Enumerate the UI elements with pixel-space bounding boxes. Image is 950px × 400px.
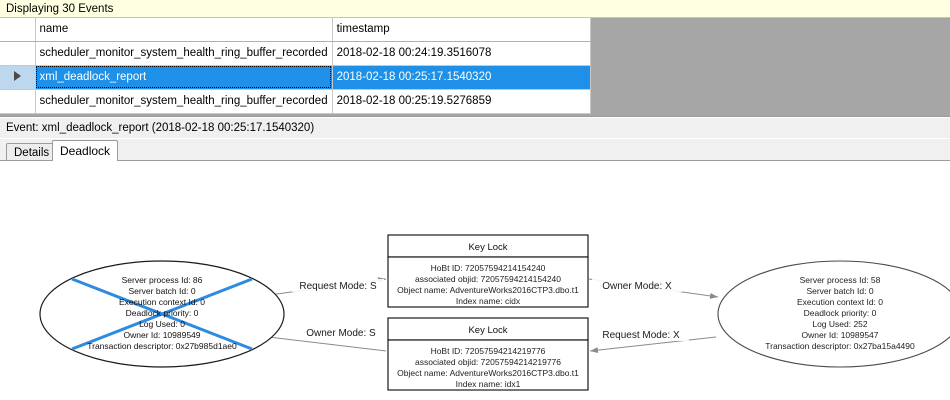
cell-name[interactable]: scheduler_monitor_system_health_ring_buf… — [35, 89, 333, 114]
tabstrip: Details Deadlock — [0, 139, 950, 161]
cell-name[interactable]: xml_deadlock_report — [35, 65, 333, 90]
resource-node-bottom[interactable]: Key Lock HoBt ID: 72057594214219776 asso… — [387, 317, 589, 391]
process-node-left[interactable]: Server process Id: 86 Server batch Id: 0… — [39, 260, 285, 368]
right-server-process-id: Server process Id: 58 — [800, 275, 881, 285]
tab-details-label: Details — [14, 146, 50, 159]
left-server-process-id: Server process Id: 86 — [122, 275, 203, 285]
row-selector-header — [0, 18, 36, 42]
left-deadlock-priority: Deadlock priority: 0 — [126, 308, 199, 318]
edge-right-request-label: Request Mode: X — [602, 330, 680, 341]
right-execution-context-id: Execution context Id: 0 — [797, 297, 883, 307]
process-node-right[interactable]: Server process Id: 58 Server batch Id: 0… — [717, 260, 950, 368]
left-log-used: Log Used: 0 — [139, 319, 185, 329]
left-server-batch-id: Server batch Id: 0 — [128, 286, 195, 296]
deadlock-graph-canvas[interactable]: Request Mode: S Owner Mode: S Owner Mode… — [0, 160, 950, 400]
left-execution-context-id: Execution context Id: 0 — [119, 297, 205, 307]
right-transaction-descriptor: Transaction descriptor: 0x27ba15a4490 — [765, 341, 915, 351]
resource-top-object-name: Object name: AdventureWorks2016CTP3.dbo.… — [397, 285, 579, 295]
row-selector-cell[interactable] — [0, 89, 36, 114]
column-header-name[interactable]: name — [35, 18, 333, 42]
edge-right-owner-label: Owner Mode: X — [602, 281, 672, 292]
edge-right-owner: Owner Mode: X — [588, 278, 719, 299]
cell-timestamp[interactable]: 2018-02-18 00:24:19.3516078 — [332, 41, 591, 66]
edge-left-request-label: Request Mode: S — [299, 281, 377, 292]
resource-bottom-index-name: Index name: idx1 — [456, 379, 521, 389]
table-header-row: name timestamp — [0, 18, 591, 42]
resource-top-hobt-id: HoBt ID: 72057594214154240 — [431, 263, 546, 273]
resource-top-index-name: Index name: cidx — [456, 296, 521, 306]
cell-timestamp[interactable]: 2018-02-18 00:25:17.1540320 — [332, 65, 591, 90]
event-detail-header: Event: xml_deadlock_report (2018-02-18 0… — [0, 118, 950, 138]
column-header-timestamp[interactable]: timestamp — [332, 18, 591, 42]
cell-timestamp[interactable]: 2018-02-18 00:25:19.5276859 — [332, 89, 591, 114]
right-server-batch-id: Server batch Id: 0 — [806, 286, 873, 296]
right-owner-id: Owner Id: 10989547 — [801, 330, 878, 340]
resource-bottom-hobt-id: HoBt ID: 72057594214219776 — [431, 346, 546, 356]
table-row[interactable]: scheduler_monitor_system_health_ring_buf… — [0, 89, 591, 114]
events-grid[interactable]: name timestamp scheduler_monitor_system_… — [0, 18, 950, 117]
resource-bottom-title: Key Lock — [468, 325, 507, 336]
edge-right-request: Request Mode: X — [589, 328, 717, 354]
tab-deadlock[interactable]: Deadlock — [52, 140, 119, 161]
events-table: name timestamp scheduler_monitor_system_… — [0, 18, 591, 114]
tab-details[interactable]: Details — [6, 143, 58, 161]
cell-name[interactable]: scheduler_monitor_system_health_ring_buf… — [35, 41, 333, 66]
current-row-indicator-icon — [13, 70, 21, 81]
resource-bottom-associated-objid: associated objid: 72057594214219776 — [415, 357, 561, 367]
table-row-selected[interactable]: xml_deadlock_report 2018-02-18 00:25:17.… — [0, 65, 591, 90]
resource-top-title: Key Lock — [468, 242, 507, 253]
edge-left-owner: Owner Mode: S — [259, 326, 387, 352]
event-detail-label: Event: xml_deadlock_report (2018-02-18 0… — [6, 122, 315, 134]
edge-left-request: Request Mode: S — [254, 277, 387, 298]
displaying-events-banner: Displaying 30 Events — [0, 0, 950, 18]
right-deadlock-priority: Deadlock priority: 0 — [804, 308, 877, 318]
table-row[interactable]: scheduler_monitor_system_health_ring_buf… — [0, 41, 591, 66]
deadlock-graph-svg: Request Mode: S Owner Mode: S Owner Mode… — [39, 234, 950, 391]
resource-top-associated-objid: associated objid: 72057594214154240 — [415, 274, 561, 284]
deadlock-victim-x-icon — [71, 277, 253, 351]
row-selector-cell[interactable] — [0, 41, 36, 66]
left-owner-id: Owner Id: 10989549 — [123, 330, 200, 340]
resource-node-top[interactable]: Key Lock HoBt ID: 72057594214154240 asso… — [387, 234, 589, 308]
left-transaction-descriptor: Transaction descriptor: 0x27b985d1ae0 — [87, 341, 237, 351]
right-log-used: Log Used: 252 — [812, 319, 868, 329]
edge-left-owner-label: Owner Mode: S — [306, 328, 376, 339]
row-selector-cell-current[interactable] — [0, 65, 36, 90]
tab-deadlock-label: Deadlock — [60, 144, 111, 158]
resource-bottom-object-name: Object name: AdventureWorks2016CTP3.dbo.… — [397, 368, 579, 378]
banner-label: Displaying 30 Events — [6, 2, 114, 15]
